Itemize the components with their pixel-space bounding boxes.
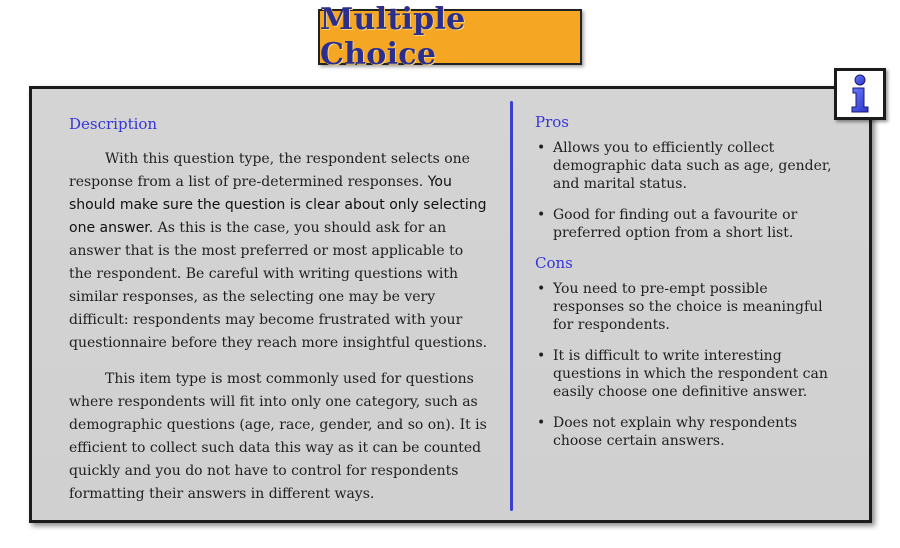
title-banner: Multiple Choice <box>318 2 582 72</box>
cons-list: You need to pre-empt possible responses … <box>535 280 840 450</box>
description-text-end: As this is the case, you should ask for … <box>69 220 488 351</box>
pros-cons-section: Pros Allows you to efficiently collect d… <box>535 113 840 462</box>
content-panel: Description With this question type, the… <box>29 86 872 523</box>
cons-item: Does not explain why respondents choose … <box>535 414 840 450</box>
description-section: Description With this question type, the… <box>69 113 489 506</box>
cons-heading: Cons <box>535 254 573 272</box>
pros-list: Allows you to efficiently collect demogr… <box>535 139 840 242</box>
column-divider <box>510 101 513 511</box>
description-paragraph-1: With this question type, the respondent … <box>69 148 489 355</box>
description-emphasis: You should make sure the question is cle… <box>69 174 487 236</box>
description-paragraph-2: This item type is most commonly used for… <box>69 371 487 502</box>
cons-item: You need to pre-empt possible responses … <box>535 280 840 334</box>
pros-item: Good for finding out a favourite or pref… <box>535 206 840 242</box>
description-text-start: With this question type, the respondent … <box>69 151 470 190</box>
description-heading: Description <box>69 115 158 133</box>
info-button[interactable] <box>834 68 886 120</box>
cons-item: It is difficult to write interesting que… <box>535 347 840 401</box>
page-title: Multiple Choice <box>320 2 466 72</box>
pros-heading: Pros <box>535 113 569 131</box>
pros-item: Allows you to efficiently collect demogr… <box>535 139 840 193</box>
info-icon <box>851 74 869 113</box>
